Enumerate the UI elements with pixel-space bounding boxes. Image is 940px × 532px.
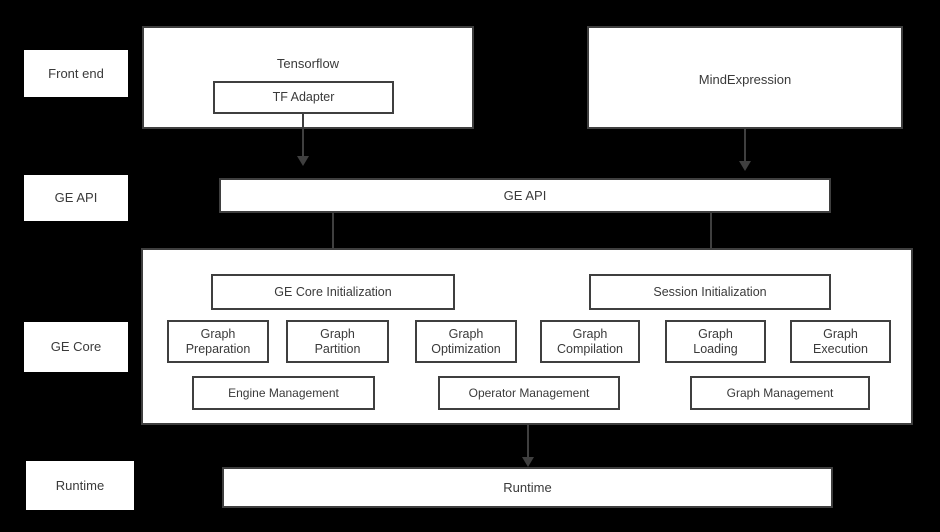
tensorflow-panel-title: Tensorflow: [276, 56, 340, 71]
ge-core-initialization-label: GE Core Initialization: [274, 284, 392, 299]
graph-loading-label: Graph Loading: [693, 326, 738, 356]
mindexpression-panel[interactable]: MindExpression: [587, 26, 903, 129]
session-initialization-label: Session Initialization: [653, 284, 767, 299]
layer-label-ge-api-text: GE API: [54, 190, 98, 206]
layer-label-ge-core-text: GE Core: [50, 339, 102, 355]
graph-optimization-module[interactable]: Graph Optimization: [415, 320, 517, 363]
graph-compilation-module[interactable]: Graph Compilation: [540, 320, 640, 363]
runtime-bar[interactable]: Runtime: [222, 467, 833, 508]
graph-partition-module[interactable]: Graph Partition: [286, 320, 389, 363]
ge-core-initialization-module[interactable]: GE Core Initialization: [211, 274, 455, 310]
session-initialization-module[interactable]: Session Initialization: [589, 274, 831, 310]
ge-api-bar[interactable]: GE API: [219, 178, 831, 213]
graph-preparation-module[interactable]: Graph Preparation: [167, 320, 269, 363]
graph-compilation-label: Graph Compilation: [556, 326, 623, 356]
graph-execution-label: Graph Execution: [813, 326, 868, 356]
layer-label-ge-core: GE Core: [24, 322, 128, 372]
layer-label-front-end: Front end: [24, 50, 128, 97]
graph-management-module[interactable]: Graph Management: [690, 376, 870, 410]
layer-label-front-end-text: Front end: [48, 65, 104, 81]
graph-partition-label: Graph Partition: [314, 326, 361, 356]
engine-management-label: Engine Management: [228, 385, 339, 400]
graph-preparation-label: Graph Preparation: [185, 326, 251, 356]
graph-optimization-label: Graph Optimization: [431, 326, 501, 356]
graph-loading-module[interactable]: Graph Loading: [665, 320, 766, 363]
engine-management-module[interactable]: Engine Management: [192, 376, 375, 410]
tf-adapter-label: TF Adapter: [272, 90, 335, 104]
layer-label-runtime: Runtime: [26, 461, 134, 510]
operator-management-module[interactable]: Operator Management: [438, 376, 620, 410]
graph-management-label: Graph Management: [726, 385, 834, 400]
mindexpression-panel-title: MindExpression: [698, 72, 792, 87]
layer-label-ge-api: GE API: [24, 175, 128, 221]
layer-label-runtime-text: Runtime: [55, 477, 105, 493]
operator-management-label: Operator Management: [468, 385, 590, 400]
graph-execution-module[interactable]: Graph Execution: [790, 320, 891, 363]
tf-adapter-module[interactable]: TF Adapter: [213, 81, 394, 114]
runtime-bar-label: Runtime: [503, 479, 552, 495]
ge-api-bar-label: GE API: [503, 187, 547, 203]
